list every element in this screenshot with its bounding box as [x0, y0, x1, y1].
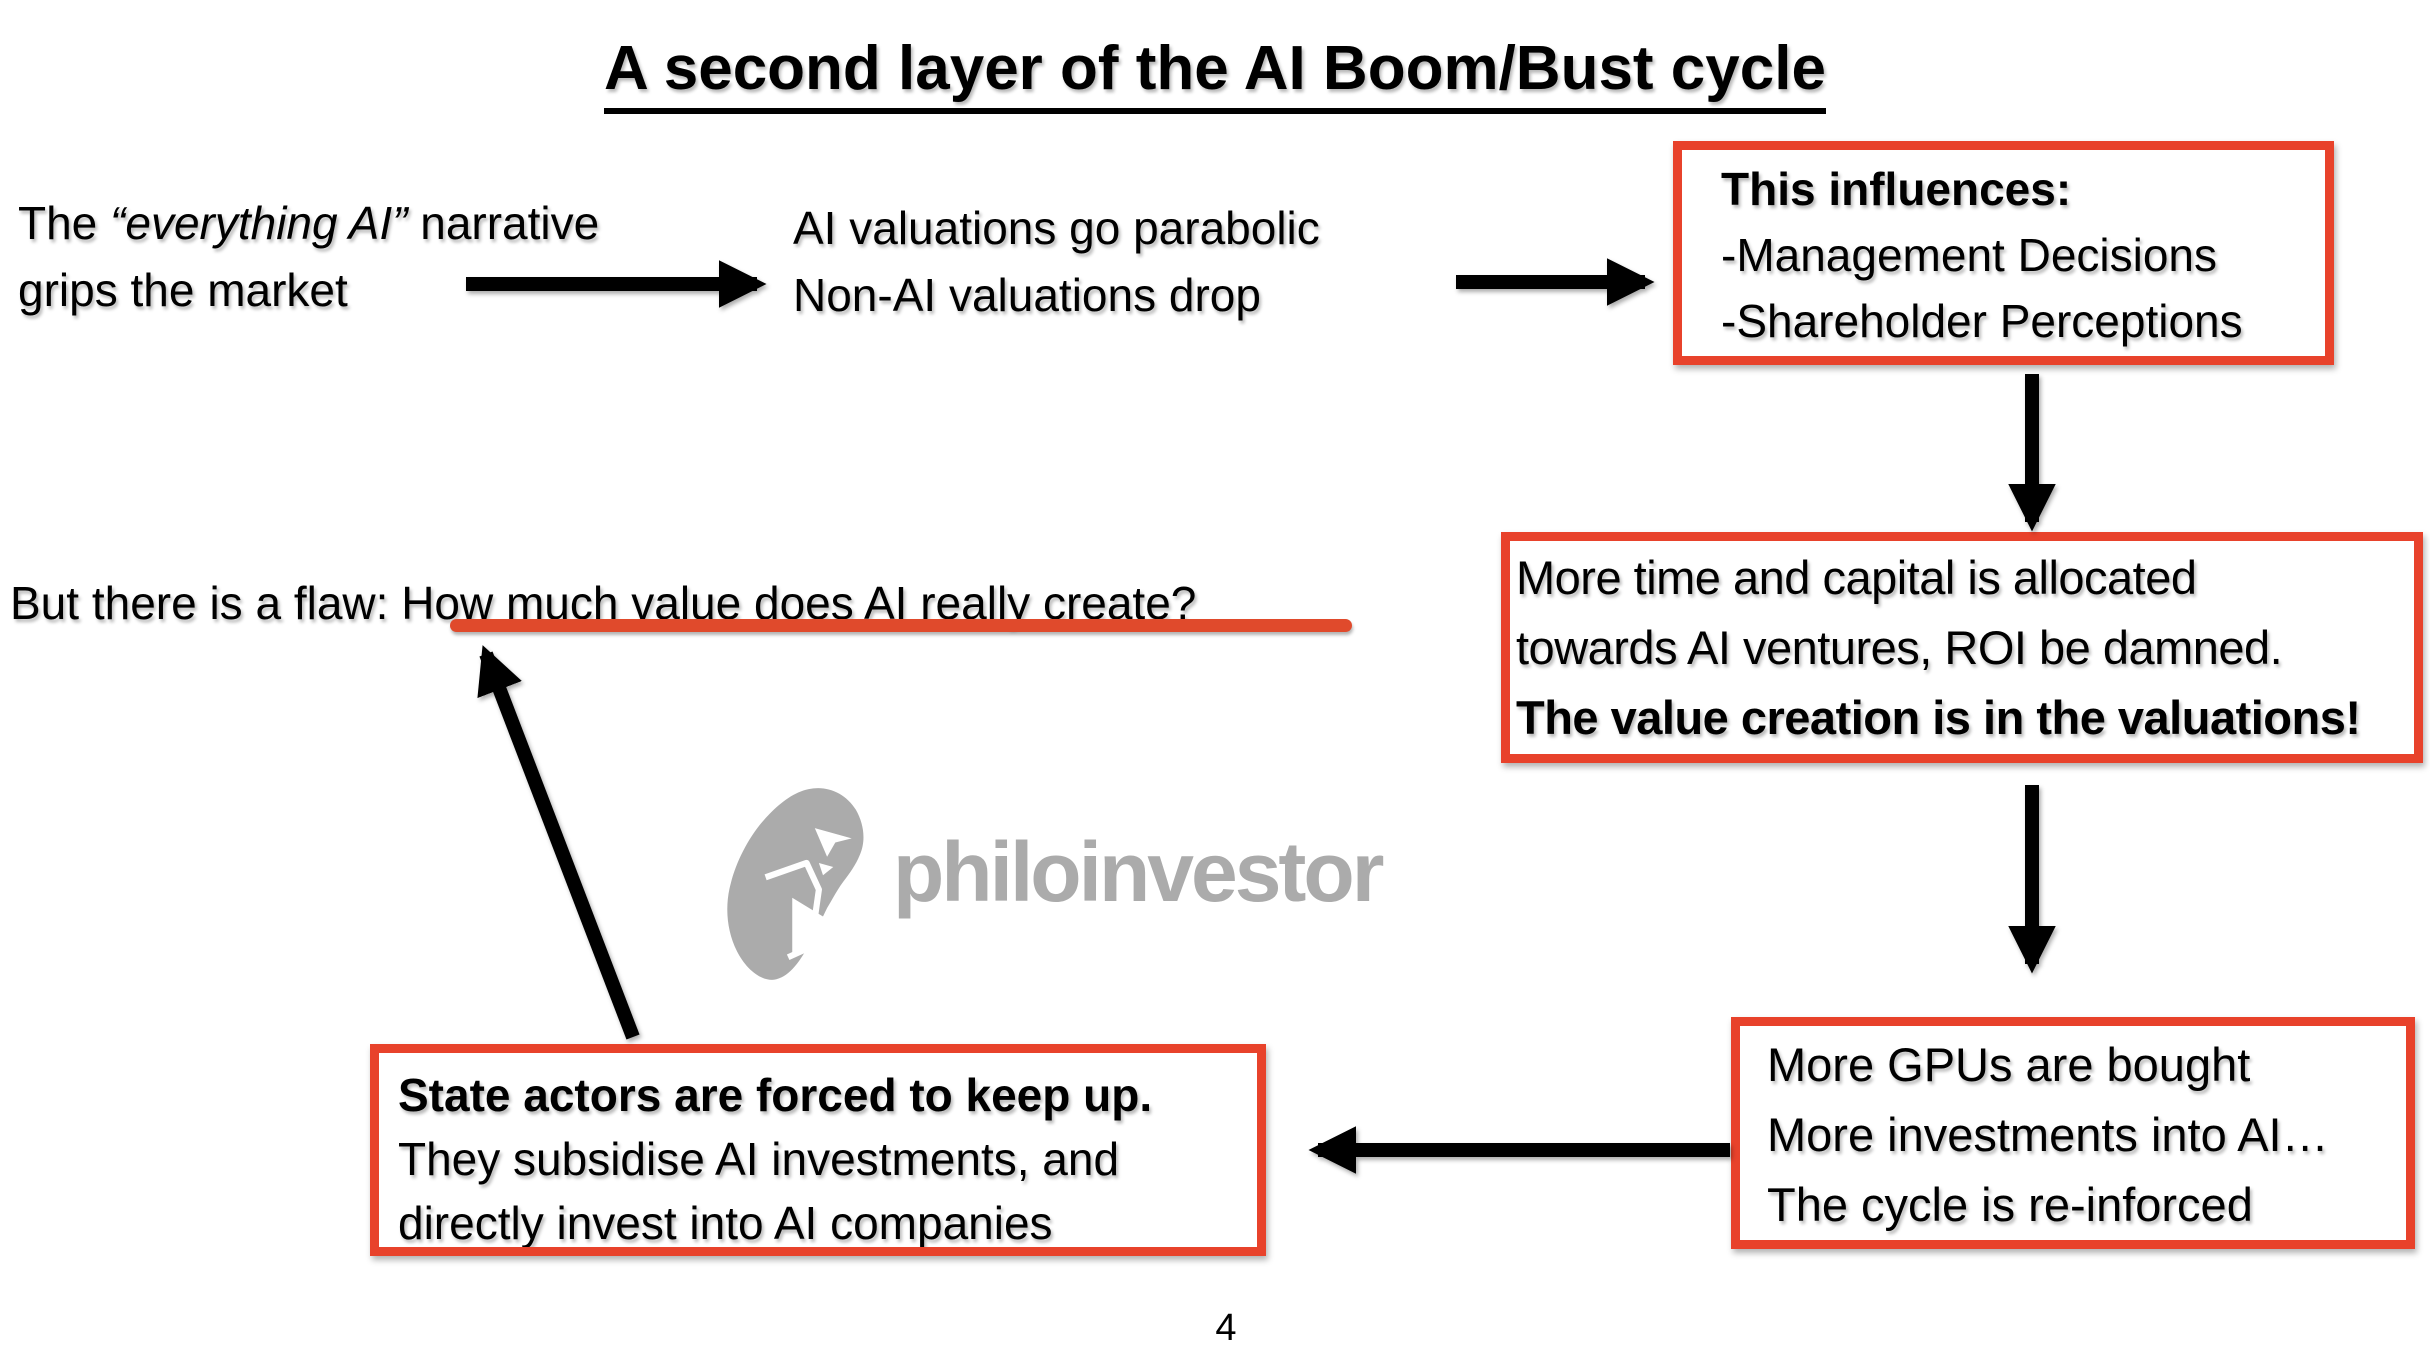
gpus-line1: More GPUs are bought	[1767, 1038, 2251, 1091]
state-line2: They subsidise AI investments, and	[398, 1133, 1120, 1185]
box-state-actors: State actors are forced to keep up. They…	[370, 1044, 1266, 1256]
node-valuations: AI valuations go parabolic Non-AI valuat…	[793, 195, 1320, 329]
allocation-line1: More time and capital is allocated	[1516, 551, 2197, 604]
narrative-line2: grips the market	[18, 264, 348, 316]
node-narrative: The “everything AI” narrative grips the …	[18, 190, 599, 324]
flaw-prefix: But there is a flaw:	[10, 577, 402, 629]
page-number: 4	[1215, 1307, 1237, 1349]
box-influences: This influences: -Management Decisions -…	[1673, 141, 2334, 365]
box-allocation: More time and capital is allocated towar…	[1501, 532, 2423, 763]
gpus-line3: The cycle is re-inforced	[1767, 1178, 2253, 1231]
state-line1: State actors are forced to keep up.	[398, 1069, 1153, 1121]
arrow-state-to-flaw	[477, 645, 640, 1040]
watermark: philoinvestor	[720, 783, 1384, 993]
gpus-line2: More investments into AI…	[1767, 1108, 2329, 1161]
state-line3: directly invest into AI companies	[398, 1197, 1053, 1249]
valuations-line2: Non-AI valuations drop	[793, 269, 1261, 321]
page-title: A second layer of the AI Boom/Bust cycle	[604, 34, 1826, 114]
watermark-text: philoinvestor	[893, 825, 1384, 919]
thinker-icon	[727, 788, 864, 980]
title-wrap: A second layer of the AI Boom/Bust cycle	[0, 34, 2430, 114]
valuations-line1: AI valuations go parabolic	[793, 202, 1320, 254]
influences-item1: -Management Decisions	[1721, 229, 2218, 281]
narrative-line1: The “everything AI” narrative	[18, 190, 599, 257]
allocation-line2: towards AI ventures, ROI be damned.	[1516, 621, 2283, 674]
box-gpus: More GPUs are bought More investments in…	[1731, 1017, 2415, 1249]
narrative-italic: “everything AI”	[110, 197, 408, 249]
influences-item2: -Shareholder Perceptions	[1721, 295, 2243, 347]
narrative-prefix: The	[18, 197, 111, 249]
narrative-suffix: narrative	[407, 197, 600, 249]
red-underline	[450, 619, 1352, 632]
influences-heading: This influences:	[1721, 163, 2072, 215]
allocation-line3: The value creation is in the valuations!	[1516, 691, 2361, 744]
